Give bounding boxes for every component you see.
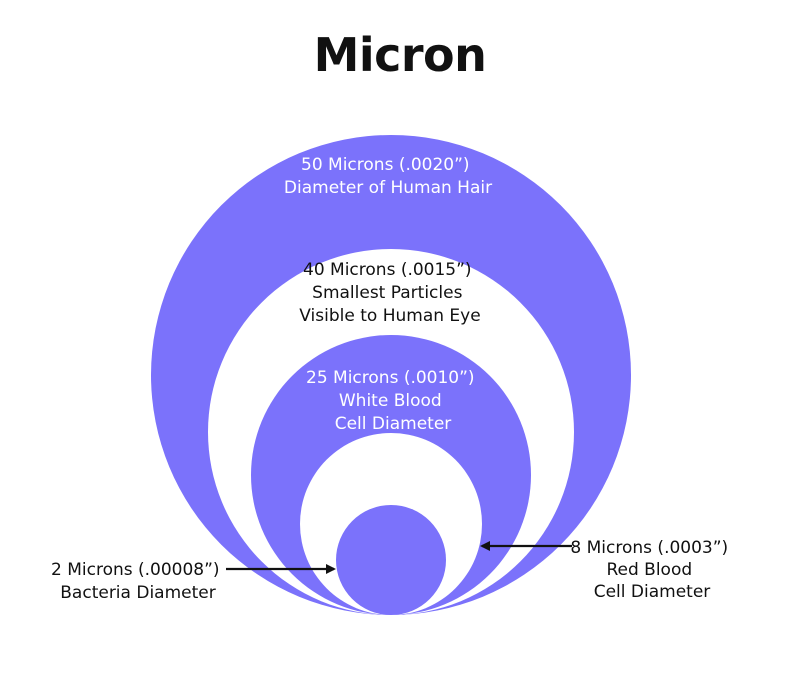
page-title: Micron (313, 28, 487, 82)
white-blood-cell-label: 25 Microns (.0010”) White Blood Cell Dia… (306, 368, 480, 434)
white-blood-cell-label-line: White Blood (339, 391, 442, 411)
bacteria-circle (336, 505, 446, 615)
white-blood-cell-label-line: 25 Microns (.0010”) (306, 368, 475, 388)
human-hair-label-line: 50 Microns (.0020”) (301, 155, 470, 175)
human-hair-label: 50 Microns (.0020”) Diameter of Human Ha… (284, 155, 492, 198)
bacteria-label-line: 2 Microns (.00008”) (51, 560, 220, 580)
human-hair-label-line: Diameter of Human Hair (284, 178, 492, 198)
bacteria-label: 2 Microns (.00008”) Bacteria Diameter (51, 560, 225, 603)
white-blood-cell-label-line: Cell Diameter (335, 414, 452, 434)
red-blood-cell-label: 8 Microns (.0003”) Red Blood Cell Diamet… (570, 538, 733, 602)
bacteria-label-line: Bacteria Diameter (60, 583, 215, 603)
visible-particle-label-line: 40 Microns (.0015”) (303, 260, 472, 280)
red-blood-cell-label-line: Cell Diameter (594, 582, 711, 602)
visible-particle-label: 40 Microns (.0015”) Smallest Particles V… (299, 260, 480, 326)
visible-particle-label-line: Visible to Human Eye (299, 306, 480, 326)
red-blood-cell-label-line: Red Blood (606, 560, 692, 580)
red-blood-cell-label-line: 8 Microns (.0003”) (570, 538, 728, 558)
visible-particle-label-line: Smallest Particles (312, 283, 462, 303)
